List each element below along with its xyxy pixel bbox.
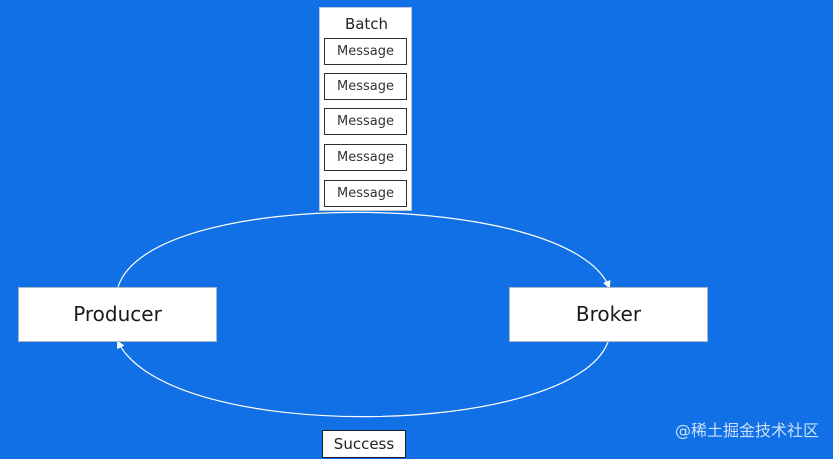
message-box: Message	[324, 144, 407, 171]
broker-node: Broker	[509, 287, 708, 342]
watermark: @稀土掘金技术社区	[674, 421, 819, 440]
ack-arrow	[117, 340, 609, 418]
batch-title: Batch	[344, 15, 389, 33]
success-label: Success	[322, 430, 406, 458]
producer-node: Producer	[18, 287, 217, 342]
message-box: Message	[324, 38, 407, 65]
send-arrow	[117, 211, 611, 289]
message-box: Message	[324, 108, 407, 135]
message-box: Message	[324, 180, 407, 207]
message-box: Message	[324, 73, 407, 100]
batch-container: Batch Message Message Message Message Me…	[319, 7, 412, 211]
